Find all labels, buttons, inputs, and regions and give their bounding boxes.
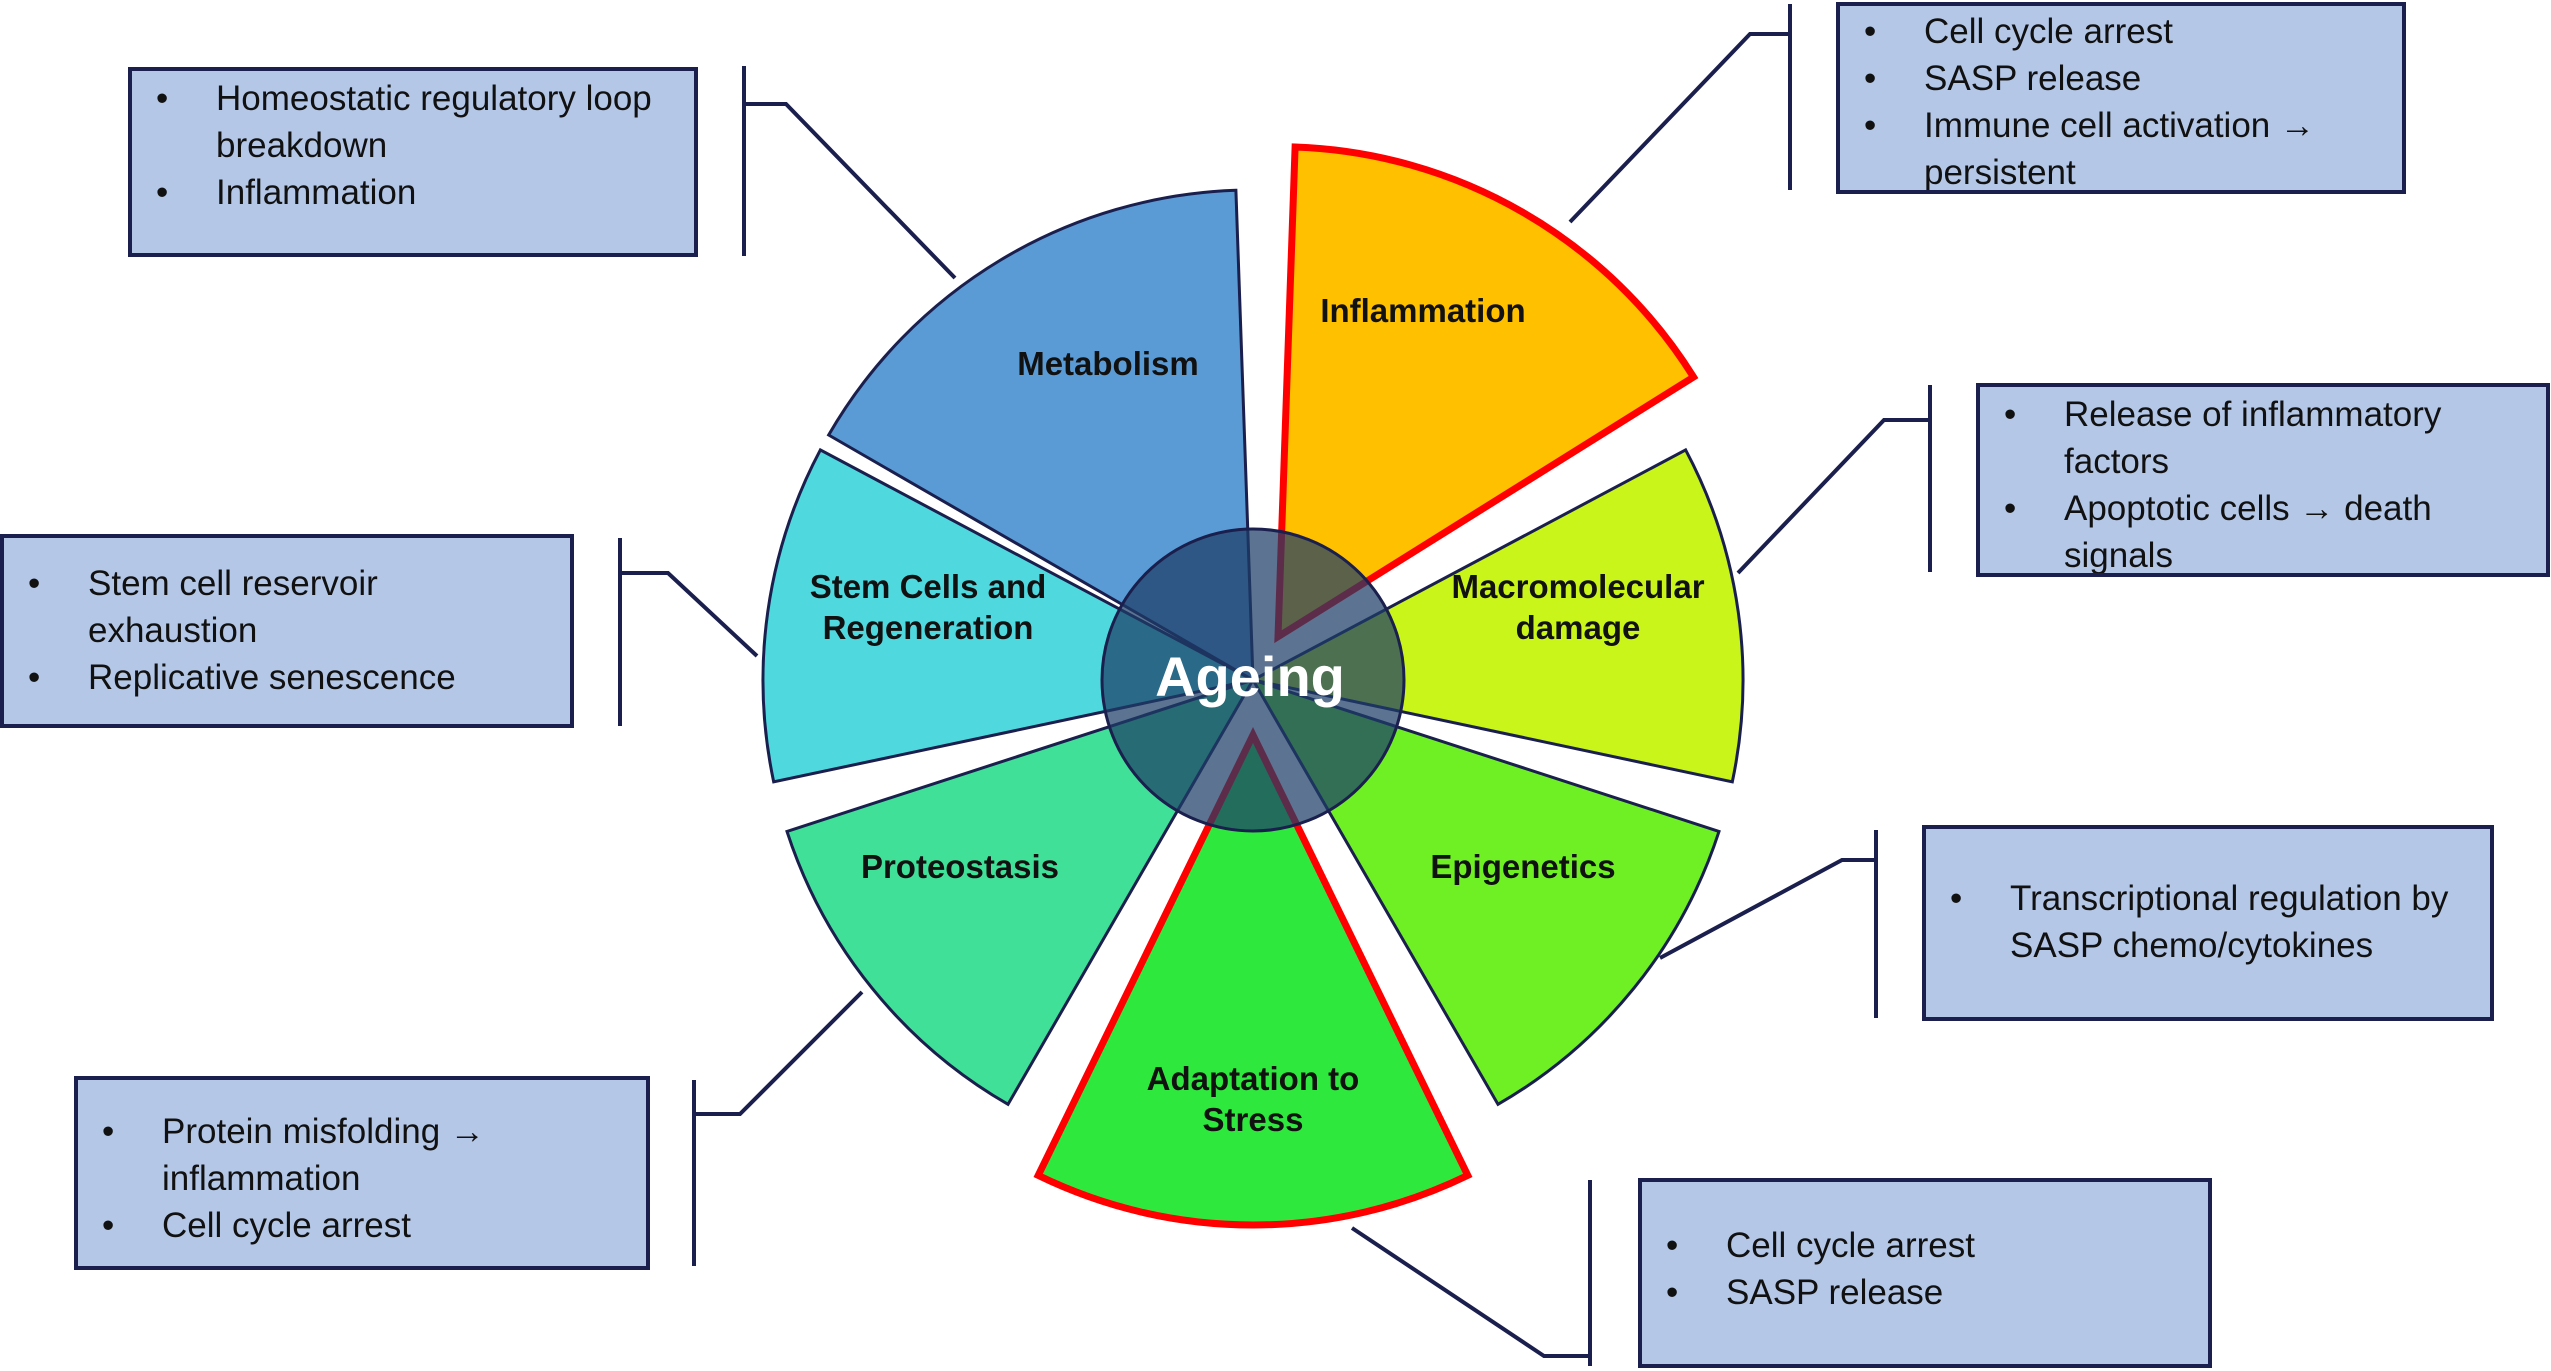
bullet-icon: • — [28, 658, 41, 697]
segment-label-proteostasis: Proteostasis — [861, 848, 1059, 885]
bullet-icon: • — [2004, 489, 2017, 528]
box-item: • Inflammation — [150, 169, 674, 216]
box-item-text: Cell cycle arrest — [1924, 12, 2173, 51]
box-item-text: Protein misfolding → inflammation — [162, 1112, 485, 1198]
segment-inflammation — [1274, 143, 1699, 644]
connector-stem-cells — [620, 571, 759, 658]
box-item-text: Inflammation — [216, 173, 417, 212]
box-item-text: Transcriptional regulation by SASP chemo… — [2010, 879, 2449, 965]
box-item: • Cell cycle arrest — [1858, 8, 2382, 55]
box-item: • Transcriptional regulation by SASP chem… — [1944, 875, 2470, 969]
box-item: • Release of inflammatory factors — [1998, 391, 2526, 485]
connector-adaptation — [1350, 1226, 1590, 1358]
bullet-icon: • — [1666, 1273, 1679, 1312]
segment-label-metabolism: Metabolism — [1017, 345, 1199, 382]
bullet-icon: • — [1950, 879, 1963, 918]
bullet-icon: • — [156, 79, 169, 118]
hub-circle — [1100, 527, 1406, 833]
box-item: • Stem cell reservoir exhaustion — [22, 560, 550, 654]
segment-epigenetics — [1249, 677, 1721, 1107]
box-item-text: Immune cell activation → persistent — [1924, 106, 2315, 192]
box-item: • Homeostatic regulatory loop breakdown — [150, 75, 674, 169]
bullet-icon: • — [28, 564, 41, 603]
segment-label-epigenetics: Epigenetics — [1430, 848, 1615, 885]
box-item-text: Cell cycle arrest — [1726, 1226, 1975, 1265]
box-macromolecular: • Release of inflammatory factors • Apopto… — [1976, 383, 2550, 577]
bullet-icon: • — [2004, 395, 2017, 434]
connector-macromolecular — [1736, 418, 1930, 575]
box-item: • Apoptotic cells → death signals — [1998, 485, 2526, 575]
bullet-icon: • — [102, 1206, 115, 1245]
bullet-icon: • — [1864, 12, 1877, 51]
box-item: • SASP release — [1660, 1269, 2188, 1316]
box-item-text: Cell cycle arrest — [162, 1206, 411, 1245]
box-item: • Cell cycle arrest — [1660, 1222, 2188, 1269]
connector-proteostasis — [694, 990, 864, 1116]
segment-proteostasis — [785, 677, 1257, 1107]
box-stem-cells: • Stem cell reservoir exhaustion • Replica… — [0, 534, 574, 728]
box-item-text: SASP release — [1726, 1273, 1944, 1312]
box-item: • Cell cycle arrest — [96, 1202, 626, 1249]
box-metabolism: • Homeostatic regulatory loop breakdown •… — [128, 67, 698, 257]
box-inflammation: • Cell cycle arrest • SASP release • Immune… — [1836, 2, 2406, 194]
box-item: • Replicative senescence — [22, 654, 550, 701]
box-epigenetics: • Transcriptional regulation by SASP chem… — [1922, 825, 2494, 1021]
box-adaptation: • Cell cycle arrest • SASP release — [1638, 1178, 2212, 1368]
box-proteostasis: • Protein misfolding → inflammation • Cell… — [74, 1076, 650, 1270]
bullet-icon: • — [1864, 106, 1877, 145]
box-item: • Immune cell activation → persistent — [1858, 102, 2382, 192]
bullet-icon: • — [1666, 1226, 1679, 1265]
connectors — [618, 4, 1932, 1366]
box-item: • SASP release — [1858, 55, 2382, 102]
box-item-text: Release of inflammatory factors — [2064, 395, 2442, 481]
connector-metabolism — [744, 102, 957, 280]
segment-metabolism — [826, 188, 1255, 683]
box-item-text: Homeostatic regulatory loop breakdown — [216, 79, 652, 165]
box-item-text: Stem cell reservoir exhaustion — [88, 564, 378, 650]
box-item-text: Apoptotic cells → death signals — [2064, 489, 2432, 575]
segment-label-inflammation: Inflammation — [1320, 292, 1525, 329]
connector-inflammation — [1568, 32, 1790, 224]
box-item: • Protein misfolding → inflammation — [96, 1108, 626, 1202]
hub-label: Ageing — [1155, 645, 1345, 708]
bullet-icon: • — [1864, 59, 1877, 98]
box-item-text: SASP release — [1924, 59, 2142, 98]
bullet-icon: • — [156, 173, 169, 212]
connector-epigenetics — [1659, 858, 1876, 960]
segment-adaptation-to-stress — [1033, 727, 1473, 1229]
bullet-icon: • — [102, 1112, 115, 1151]
box-item-text: Replicative senescence — [88, 658, 456, 697]
ageing-hub: Ageing — [1100, 527, 1406, 833]
